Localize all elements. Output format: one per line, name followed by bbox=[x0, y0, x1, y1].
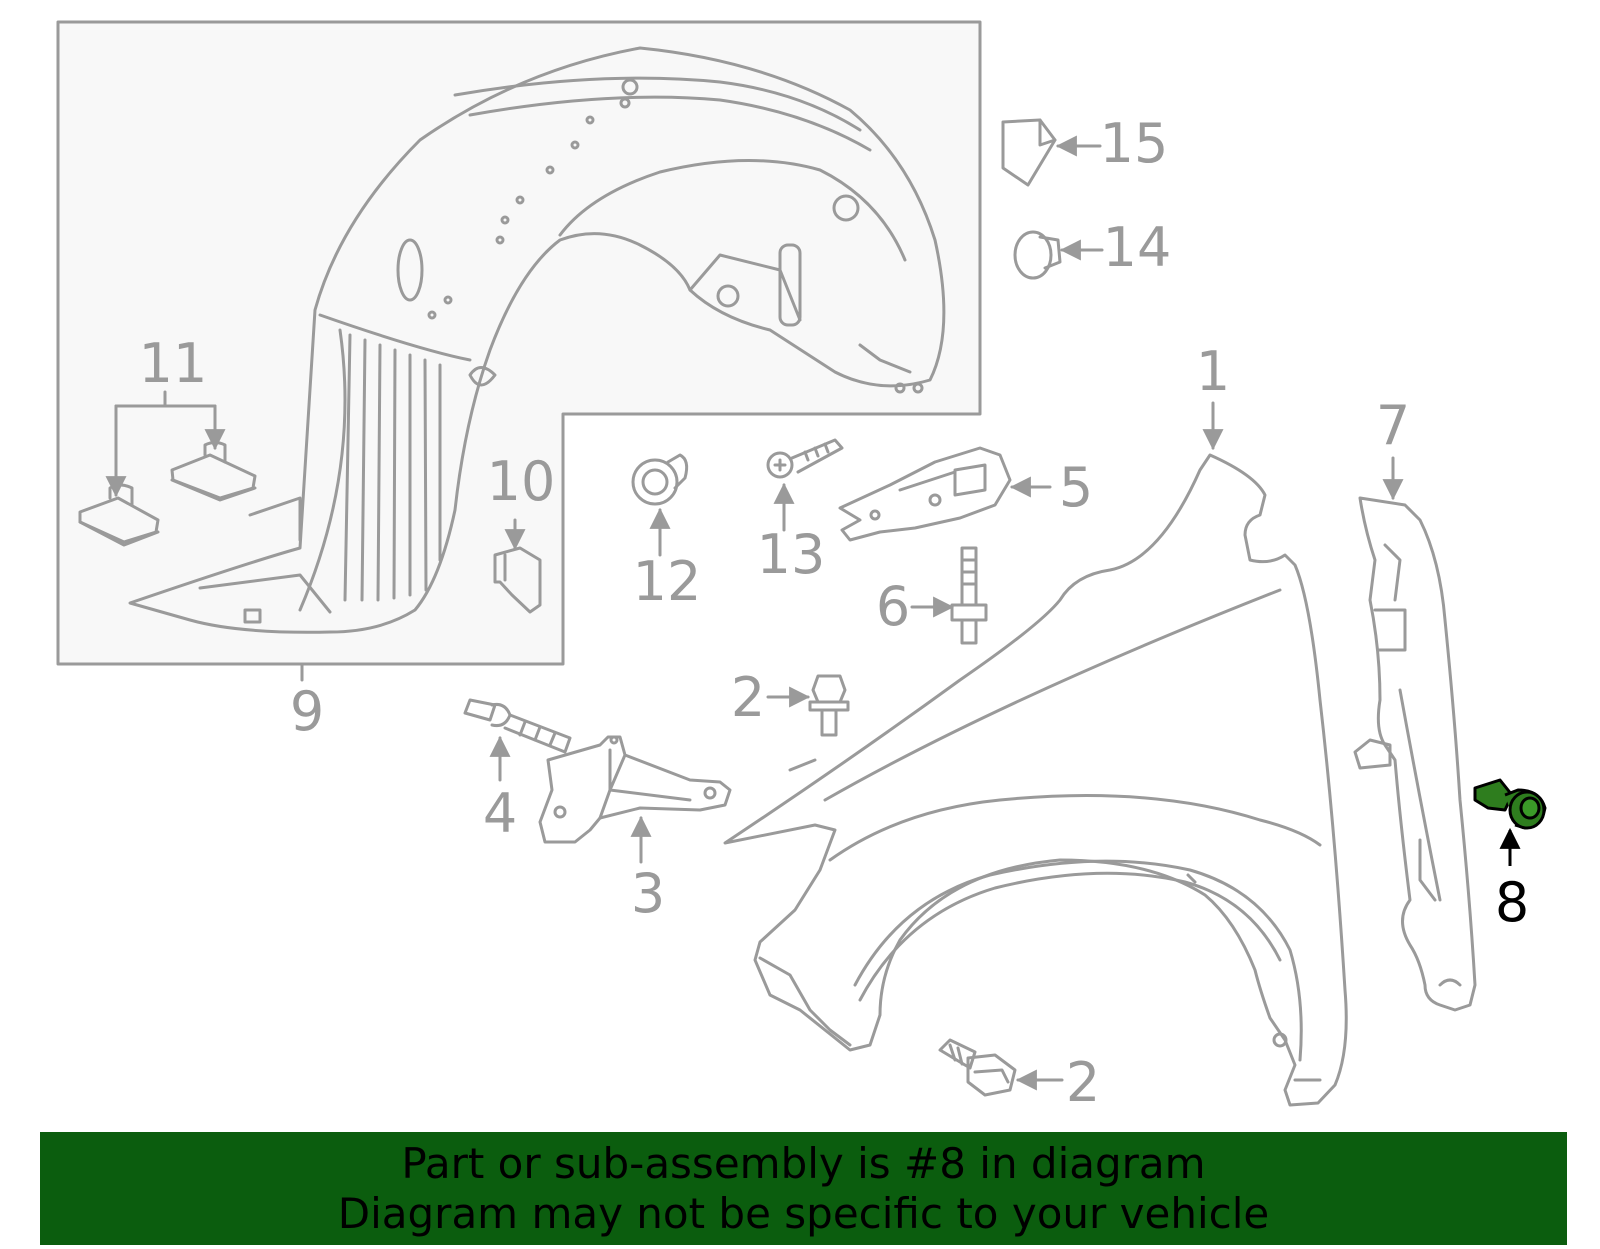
grommet-part-12 bbox=[631, 453, 689, 506]
fender-liner-part-9 bbox=[128, 46, 946, 634]
callout-15: 15 bbox=[1100, 112, 1169, 175]
garnish-part-7 bbox=[1353, 496, 1477, 1012]
bolt-part-2-upper bbox=[808, 674, 850, 737]
bracket-part-3 bbox=[538, 735, 732, 844]
banner-line-1: Part or sub-assembly is #8 in diagram bbox=[401, 1138, 1206, 1188]
callout-4: 4 bbox=[483, 782, 517, 845]
clip-part-10 bbox=[493, 546, 542, 614]
callout-10: 10 bbox=[487, 450, 556, 513]
screw-part-13 bbox=[766, 438, 844, 479]
info-banner: Part or sub-assembly is #8 in diagram Di… bbox=[40, 1132, 1567, 1245]
fender-part-1 bbox=[723, 453, 1348, 1107]
callout-2-upper: 2 bbox=[731, 666, 765, 729]
stud-part-4 bbox=[463, 698, 572, 754]
callout-7: 7 bbox=[1376, 394, 1410, 457]
callout-13: 13 bbox=[757, 523, 826, 586]
callout-3: 3 bbox=[631, 862, 665, 925]
clip-part-15 bbox=[1001, 118, 1057, 187]
banner-line-2: Diagram may not be specific to your vehi… bbox=[337, 1188, 1270, 1238]
callout-1: 1 bbox=[1196, 340, 1230, 403]
callout-6: 6 bbox=[876, 575, 910, 638]
clip-part-8-highlighted bbox=[1473, 778, 1547, 830]
callout-5: 5 bbox=[1059, 456, 1093, 519]
bolt-part-2-lower bbox=[938, 1038, 1017, 1097]
callout-11: 11 bbox=[139, 332, 208, 395]
callout-8: 8 bbox=[1495, 871, 1529, 934]
callout-2-lower: 2 bbox=[1066, 1051, 1100, 1114]
callout-14: 14 bbox=[1103, 216, 1172, 279]
callout-9: 9 bbox=[290, 680, 324, 743]
callout-12: 12 bbox=[633, 550, 702, 613]
bracket-part-5 bbox=[838, 446, 1012, 542]
stud-part-6 bbox=[950, 546, 988, 645]
push-pin-part-14 bbox=[1013, 230, 1062, 280]
